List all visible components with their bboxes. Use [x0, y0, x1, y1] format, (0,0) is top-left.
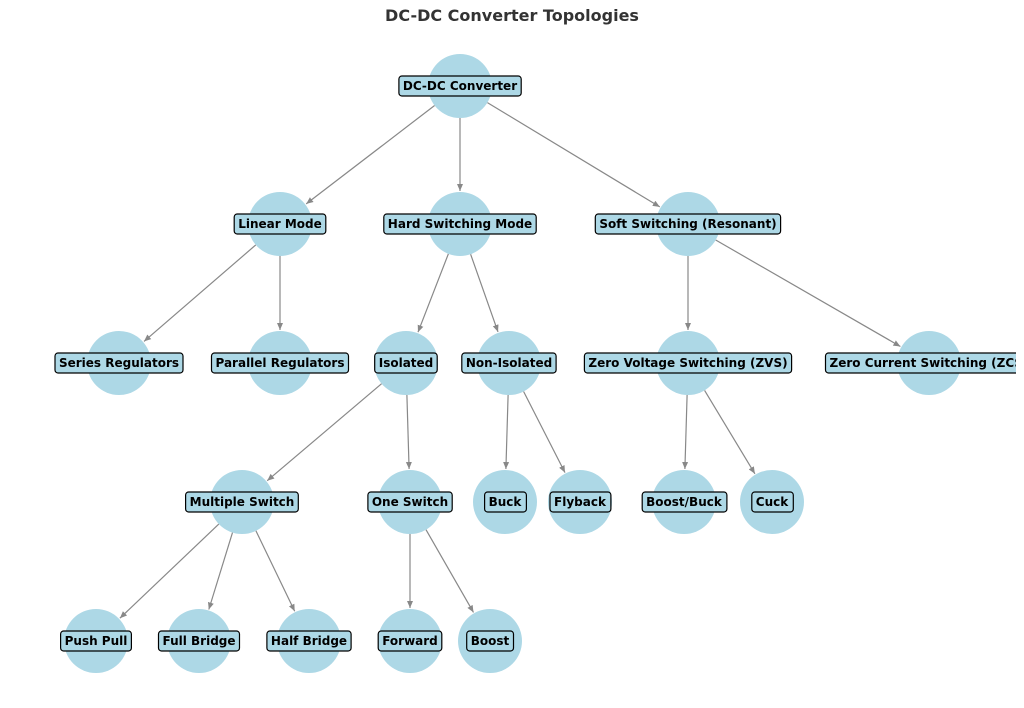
- node-label: Parallel Regulators: [215, 356, 344, 370]
- edge-one-to-boost: [425, 529, 475, 613]
- edge-nonisolated-to-flyback: [523, 391, 566, 473]
- node-label: Isolated: [379, 356, 434, 370]
- node-boost: Boost: [458, 609, 522, 673]
- edge-multiple-to-pushpull: [119, 523, 220, 619]
- node-isolated: Isolated: [374, 331, 438, 395]
- edge-hard-to-nonisolated: [470, 254, 499, 333]
- node-label-box: [398, 75, 522, 97]
- node-label: Full Bridge: [162, 634, 235, 648]
- node-dcdc: DC-DC Converter: [398, 54, 522, 118]
- node-label-box: [824, 352, 1016, 374]
- node-series: Series Regulators: [54, 331, 184, 395]
- node-label-box: [583, 352, 793, 374]
- node-pushpull: Push Pull: [59, 609, 133, 673]
- node-label-box: [210, 352, 350, 374]
- diagram-title: DC-DC Converter Topologies: [385, 6, 639, 25]
- node-halfbridge: Half Bridge: [266, 609, 352, 673]
- node-label-box: [185, 491, 299, 513]
- node-label: Push Pull: [65, 634, 128, 648]
- node-buck: Buck: [473, 470, 537, 534]
- node-label-box: [367, 491, 453, 513]
- node-label-box: [374, 352, 438, 374]
- edge-linear-to-series: [143, 244, 257, 342]
- node-label-box: [751, 491, 794, 513]
- edge-nonisolated-to-buck: [503, 394, 510, 470]
- node-label-box: [157, 630, 241, 652]
- edge-hard-to-isolated: [417, 253, 449, 333]
- edge-isolated-to-multiple: [266, 383, 382, 482]
- node-label-box: [383, 213, 537, 235]
- node-label: Forward: [382, 634, 438, 648]
- edge-multiple-to-halfbridge: [255, 530, 296, 612]
- node-nonisolated: Non-Isolated: [461, 331, 557, 395]
- node-label: Zero Current Switching (ZCS): [830, 356, 1024, 370]
- node-label: Soft Switching (Resonant): [599, 217, 776, 231]
- node-flyback: Flyback: [548, 470, 612, 534]
- edge-soft-to-zcs: [715, 239, 901, 348]
- node-label: Half Bridge: [271, 634, 347, 648]
- node-linear: Linear Mode: [233, 192, 327, 256]
- edge-dcdc-to-linear: [305, 105, 435, 205]
- node-label-box: [549, 491, 612, 513]
- node-label-box: [233, 213, 327, 235]
- node-soft: Soft Switching (Resonant): [594, 192, 782, 256]
- edge-zvs-to-cuck: [704, 390, 756, 475]
- node-label: Boost: [471, 634, 510, 648]
- node-label-box: [641, 491, 728, 513]
- edge-zvs-to-boostbuck: [682, 394, 689, 470]
- edge-multiple-to-fullbridge: [207, 532, 234, 610]
- node-label: Series Regulators: [59, 356, 179, 370]
- node-forward: Forward: [377, 609, 443, 673]
- node-boostbuck: Boost/Buck: [641, 470, 728, 534]
- node-label: DC-DC Converter: [403, 79, 517, 93]
- node-label: Hard Switching Mode: [388, 217, 532, 231]
- node-label-box: [484, 491, 528, 513]
- node-one: One Switch: [367, 470, 453, 534]
- node-label: Buck: [489, 495, 523, 509]
- node-cuck: Cuck: [740, 470, 804, 534]
- node-label-box: [461, 352, 557, 374]
- node-zcs: Zero Current Switching (ZCS): [824, 331, 1024, 395]
- node-label: Cuck: [756, 495, 789, 509]
- node-zvs: Zero Voltage Switching (ZVS): [583, 331, 793, 395]
- node-label-box: [594, 213, 782, 235]
- node-label-box: [377, 630, 443, 652]
- node-label-box: [266, 630, 352, 652]
- edge-dcdc-to-soft: [487, 102, 661, 208]
- edges-layer: [119, 102, 901, 619]
- node-fullbridge: Full Bridge: [157, 609, 241, 673]
- node-hard: Hard Switching Mode: [383, 192, 537, 256]
- node-label: Zero Voltage Switching (ZVS): [588, 356, 787, 370]
- node-label: Boost/Buck: [646, 495, 723, 509]
- node-label: Non-Isolated: [466, 356, 552, 370]
- node-label-box: [54, 352, 184, 374]
- node-label: Flyback: [554, 495, 607, 509]
- node-multiple: Multiple Switch: [185, 470, 299, 534]
- node-label-box: [466, 630, 515, 652]
- node-parallel: Parallel Regulators: [210, 331, 350, 395]
- node-label: Multiple Switch: [190, 495, 295, 509]
- edge-isolated-to-one: [405, 394, 412, 470]
- node-label-box: [59, 630, 133, 652]
- node-label: Linear Mode: [238, 217, 322, 231]
- node-label: One Switch: [372, 495, 448, 509]
